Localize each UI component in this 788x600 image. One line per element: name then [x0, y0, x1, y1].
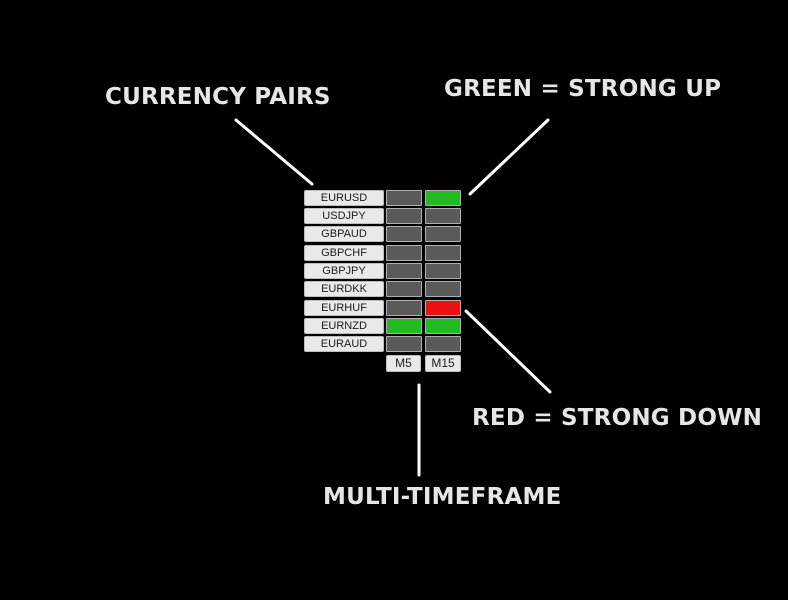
signal-cell-eurhuf-m5 [386, 300, 422, 316]
signal-cell-gbpaud-m5 [386, 226, 422, 242]
signal-cell-gbpjpy-m5 [386, 263, 422, 279]
red-pointer-line [464, 309, 552, 394]
currency-pairs-pointer-line [234, 118, 314, 186]
signal-cell-eurusd-m5 [386, 190, 422, 206]
signal-cell-eurnzd-m5 [386, 318, 422, 334]
pair-label-euraud: EURAUD [304, 336, 384, 352]
timeframe-label-m15: M15 [425, 355, 461, 372]
signal-cell-eurusd-m15 [425, 190, 461, 206]
signal-cell-usdjpy-m5 [386, 208, 422, 224]
pair-label-gbpjpy: GBPJPY [304, 263, 384, 279]
pair-label-usdjpy: USDJPY [304, 208, 384, 224]
currency-pairs-annotation: CURRENCY PAIRS [105, 84, 331, 110]
green-pointer-line [468, 118, 550, 196]
red-legend-annotation: RED = STRONG DOWN [472, 405, 763, 431]
signal-cell-euraud-m15 [425, 336, 461, 352]
signal-cell-eurhuf-m15 [425, 300, 461, 316]
signal-cell-usdjpy-m15 [425, 208, 461, 224]
signal-cell-gbpchf-m15 [425, 245, 461, 261]
signal-cell-eurnzd-m15 [425, 318, 461, 334]
signal-cell-gbpjpy-m15 [425, 263, 461, 279]
signal-cell-eurdkk-m5 [386, 281, 422, 297]
pair-label-gbpchf: GBPCHF [304, 245, 384, 261]
pair-label-eurnzd: EURNZD [304, 318, 384, 334]
signal-cell-eurdkk-m15 [425, 281, 461, 297]
timeframe-label-m5: M5 [386, 355, 421, 372]
signal-cell-gbpchf-m5 [386, 245, 422, 261]
signal-cell-gbpaud-m15 [425, 226, 461, 242]
multi-timeframe-annotation: MULTI-TIMEFRAME [323, 484, 562, 510]
pair-label-eurusd: EURUSD [304, 190, 384, 206]
pair-label-eurdkk: EURDKK [304, 281, 384, 297]
signal-cell-euraud-m5 [386, 336, 422, 352]
green-legend-annotation: GREEN = STRONG UP [444, 76, 722, 102]
pair-label-eurhuf: EURHUF [304, 300, 384, 316]
pair-label-gbpaud: GBPAUD [304, 226, 384, 242]
